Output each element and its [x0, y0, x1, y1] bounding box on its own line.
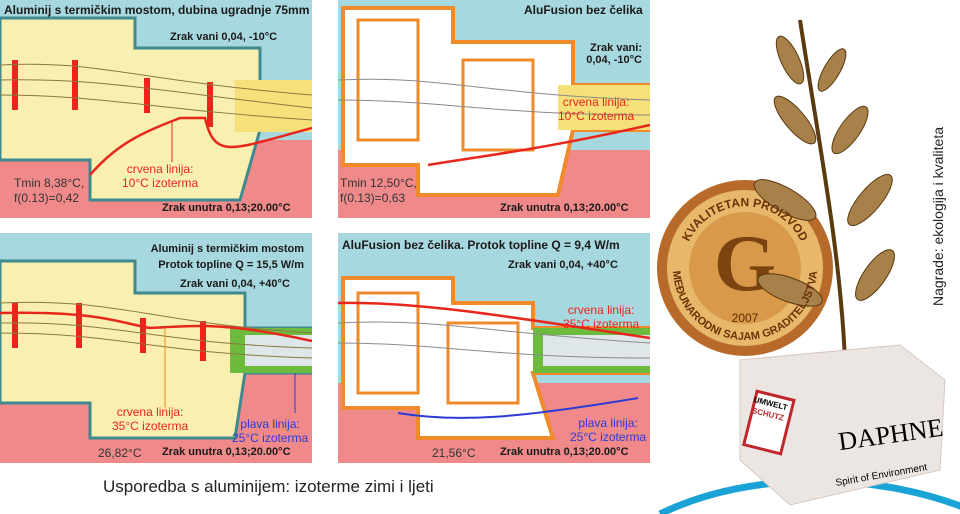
min-temp-label: 26,82°C: [98, 446, 142, 460]
aluminium-profile-diagram: [0, 259, 312, 463]
red-line-label: crvena linija:: [567, 303, 635, 317]
outside-air-label: Zrak vani:: [590, 42, 642, 54]
outside-air-value: 0,04, -10°C: [586, 54, 642, 66]
laurel-branch: [753, 19, 895, 361]
red-isotherm-label: 10°C izoterma: [558, 109, 635, 123]
alufusion-profile-diagram: [338, 6, 650, 218]
awards-illustration: G KVALITETAN PROIZVOD MEĐUNARODNI SAJAM …: [657, 19, 960, 514]
outside-air-label: Zrak vani 0,04, +40°C: [180, 278, 290, 290]
blue-line-label: plava linija:: [240, 417, 300, 431]
summer-alufusion-panel: AluFusion bez čelika. Protok topline Q =…: [338, 233, 650, 463]
alufusion-profile-diagram: [338, 276, 650, 463]
awards-label: Nagrade: ekologija i kvaliteta: [930, 127, 946, 306]
caption: Usporedba s aluminijem: izoterme zimi i …: [103, 477, 434, 496]
red-line-label: crvena linija:: [126, 162, 194, 176]
tmin-label: Tmin 12,50°C,: [340, 176, 417, 190]
panel-title: AluFusion bez čelika. Protok topline Q =…: [342, 238, 620, 252]
blue-isotherm-label: 25°C izoterma: [570, 430, 647, 444]
blue-line-label: plava linija:: [578, 416, 638, 430]
tmin-label: Tmin 8,38°C,: [14, 176, 85, 190]
heat-flow-label: Protok topline Q = 15,5 W/m: [158, 259, 304, 271]
red-line-label: crvena linija:: [116, 405, 184, 419]
svg-text:G: G: [714, 220, 776, 308]
f-factor-label: f(0.13)=0,63: [340, 191, 406, 205]
blue-isotherm-label: 25°C izoterma: [232, 431, 309, 445]
outside-air-label: Zrak vani 0,04, -10°C: [170, 31, 278, 43]
red-isotherm-label: 35°C izoterma: [112, 419, 189, 433]
aluminium-profile-diagram: [0, 16, 312, 218]
inside-air-label: Zrak unutra 0,13;20.00°C: [162, 202, 291, 214]
panel-title: Aluminij s termičkim mostom: [150, 243, 304, 255]
panel-title: Aluminij s termičkim mostom, dubina ugra…: [4, 3, 310, 17]
red-isotherm-label: 10°C izoterma: [122, 176, 199, 190]
winter-alufusion-panel: AluFusion bez čelika Zrak vani:0,04, -10…: [338, 0, 650, 218]
panel-title: AluFusion bez čelika: [524, 3, 643, 17]
inside-air-label: Zrak unutra 0,13;20.00°C: [500, 446, 629, 458]
daphne-trophy-base: [739, 344, 946, 506]
medal-year: 2007: [732, 311, 759, 325]
inside-air-label: Zrak unutra 0,13;20.00°C: [500, 202, 629, 214]
quality-medal: G: [657, 180, 833, 356]
inside-air-label: Zrak unutra 0,13;20.00°C: [162, 446, 291, 458]
red-isotherm-label: 35°C izoterma: [563, 317, 640, 331]
f-factor-label: f(0.13)=0,42: [14, 191, 80, 205]
red-line-label: crvena linija:: [562, 95, 630, 109]
winter-aluminium-panel: Aluminij s termičkim mostom, dubina ugra…: [0, 0, 312, 218]
outside-air-label: Zrak vani 0,04, +40°C: [508, 259, 618, 271]
min-temp-label: 21,56°C: [432, 446, 476, 460]
